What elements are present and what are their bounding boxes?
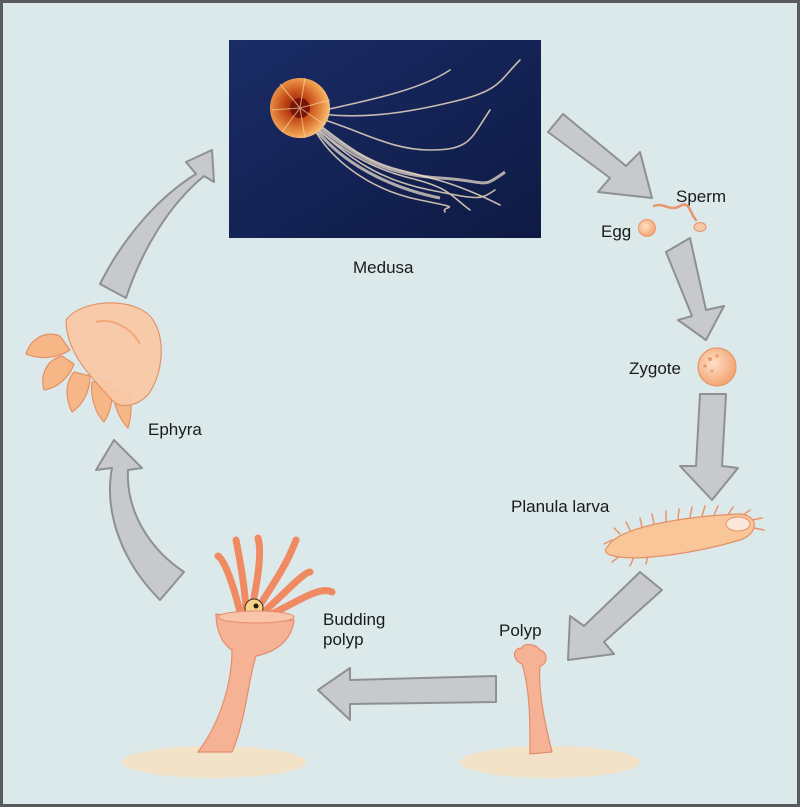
- arrow-budding-to-ephyra: [95, 439, 185, 601]
- zygote-illustration: [697, 347, 737, 387]
- budding-polyp-illustration: [196, 534, 336, 753]
- label-polyp: Polyp: [499, 621, 542, 640]
- arrow-egg-to-zygote: [665, 237, 725, 341]
- arrow-medusa-to-egg: [547, 113, 653, 199]
- label-planula-larva: Planula larva: [511, 497, 610, 516]
- cycle-arrows: [95, 113, 739, 721]
- label-zygote: Zygote: [629, 359, 681, 378]
- polyp-illustration: [513, 643, 553, 755]
- arrow-planula-to-polyp: [567, 571, 663, 661]
- planula-larva-illustration: [603, 505, 765, 567]
- arrow-zygote-to-planula: [679, 393, 739, 501]
- medusa-photo: [229, 40, 541, 238]
- label-medusa: Medusa: [353, 258, 414, 277]
- egg-illustration: [638, 219, 656, 237]
- label-egg: Egg: [601, 222, 632, 241]
- label-ephyra: Ephyra: [148, 420, 202, 439]
- arrow-ephyra-to-medusa: [99, 149, 215, 299]
- ephyra-illustration: [25, 302, 162, 429]
- label-budding-polyp-line2: polyp: [323, 630, 364, 649]
- ground-mound-left: [122, 746, 306, 778]
- sperm-illustration: [652, 203, 707, 232]
- label-sperm: Sperm: [676, 187, 727, 206]
- arrow-polyp-to-budding: [317, 667, 497, 721]
- label-budding-polyp-line1: Budding: [323, 610, 386, 629]
- ground-mound-right: [460, 746, 640, 778]
